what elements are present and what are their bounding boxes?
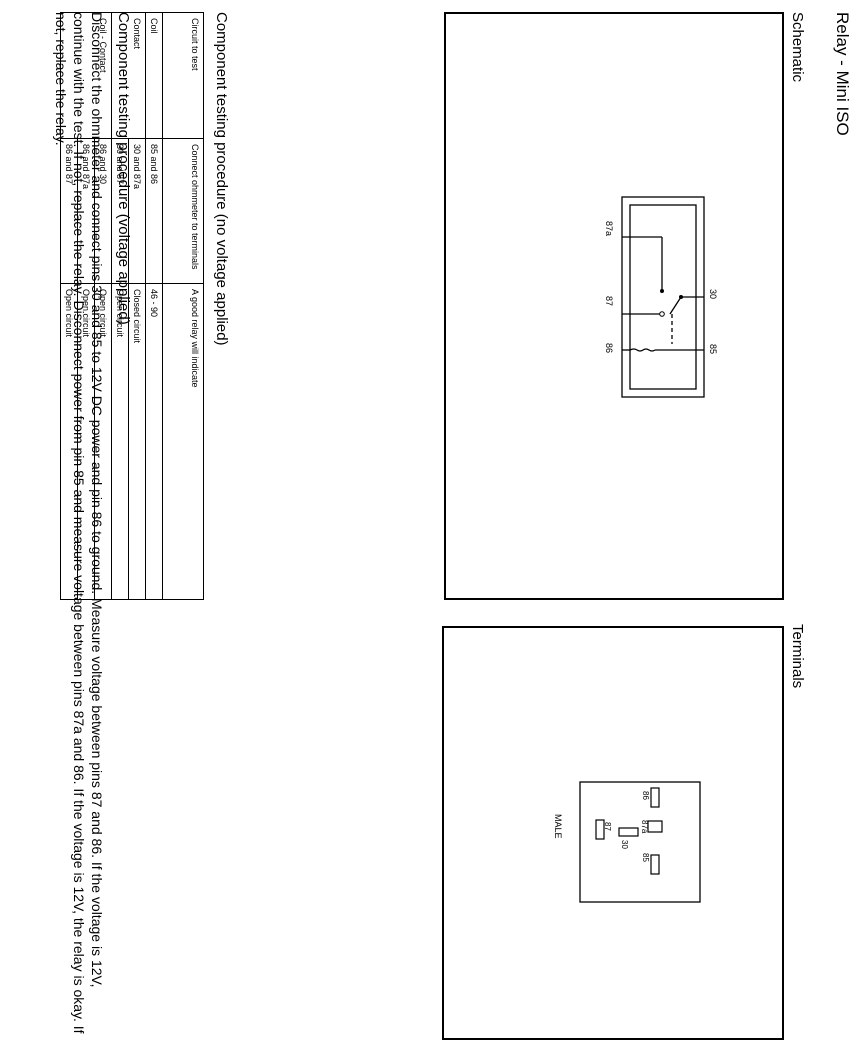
table-cell-result: 46 - 90: [145, 283, 163, 600]
terminal-87-label: 87: [603, 822, 612, 831]
table-header-cell: Circuit to test: [162, 12, 204, 139]
table-row: Coil 85 and 86 46 - 90: [145, 12, 163, 600]
terminal-30-label: 30: [620, 840, 629, 849]
no-voltage-heading: Component testing procedure (no voltage …: [213, 12, 230, 346]
table-header-row: Circuit to test Connect ohmmeter to term…: [162, 12, 204, 600]
pin-85-label: 85: [708, 344, 718, 354]
schematic-panel: 30 85 87a 87 86: [444, 12, 784, 600]
table-header-cell: A good relay will indicate: [162, 283, 204, 600]
terminals-male-label: MALE: [553, 814, 563, 839]
table-cell-circuit: Coil: [145, 12, 163, 139]
voltage-procedure-text: Disconnect the ohmmeter and connect pins…: [53, 12, 105, 1034]
terminals-heading: Terminals: [789, 624, 806, 689]
terminal-87a-label: 87a: [640, 820, 649, 834]
voltage-heading: Component testing procedure (voltage app…: [115, 12, 132, 325]
schematic-heading: Schematic: [789, 12, 806, 83]
pin-86-label: 86: [604, 343, 614, 353]
relay-schematic-diagram: 30 85 87a 87 86: [604, 196, 718, 398]
terminals-diagram: 86 87a 87 85 30 MALE: [553, 781, 701, 903]
table-cell-result: Closed circuit: [128, 283, 146, 600]
pin-30-label: 30: [708, 289, 718, 299]
terminals-panel: 86 87a 87 85 30 MALE: [442, 626, 784, 1040]
table-cell-result: Open circuit: [111, 283, 129, 600]
page-title: Relay - Mini ISO: [833, 12, 852, 136]
table-cell-terminals: 85 and 86: [145, 138, 163, 284]
table-header-cell: Connect ohmmeter to terminals: [162, 138, 204, 284]
terminal-85-label: 85: [641, 853, 650, 862]
terminal-86-label: 86: [641, 791, 650, 800]
pin-87-label: 87: [604, 296, 614, 306]
pin-87a-label: 87a: [604, 221, 614, 236]
